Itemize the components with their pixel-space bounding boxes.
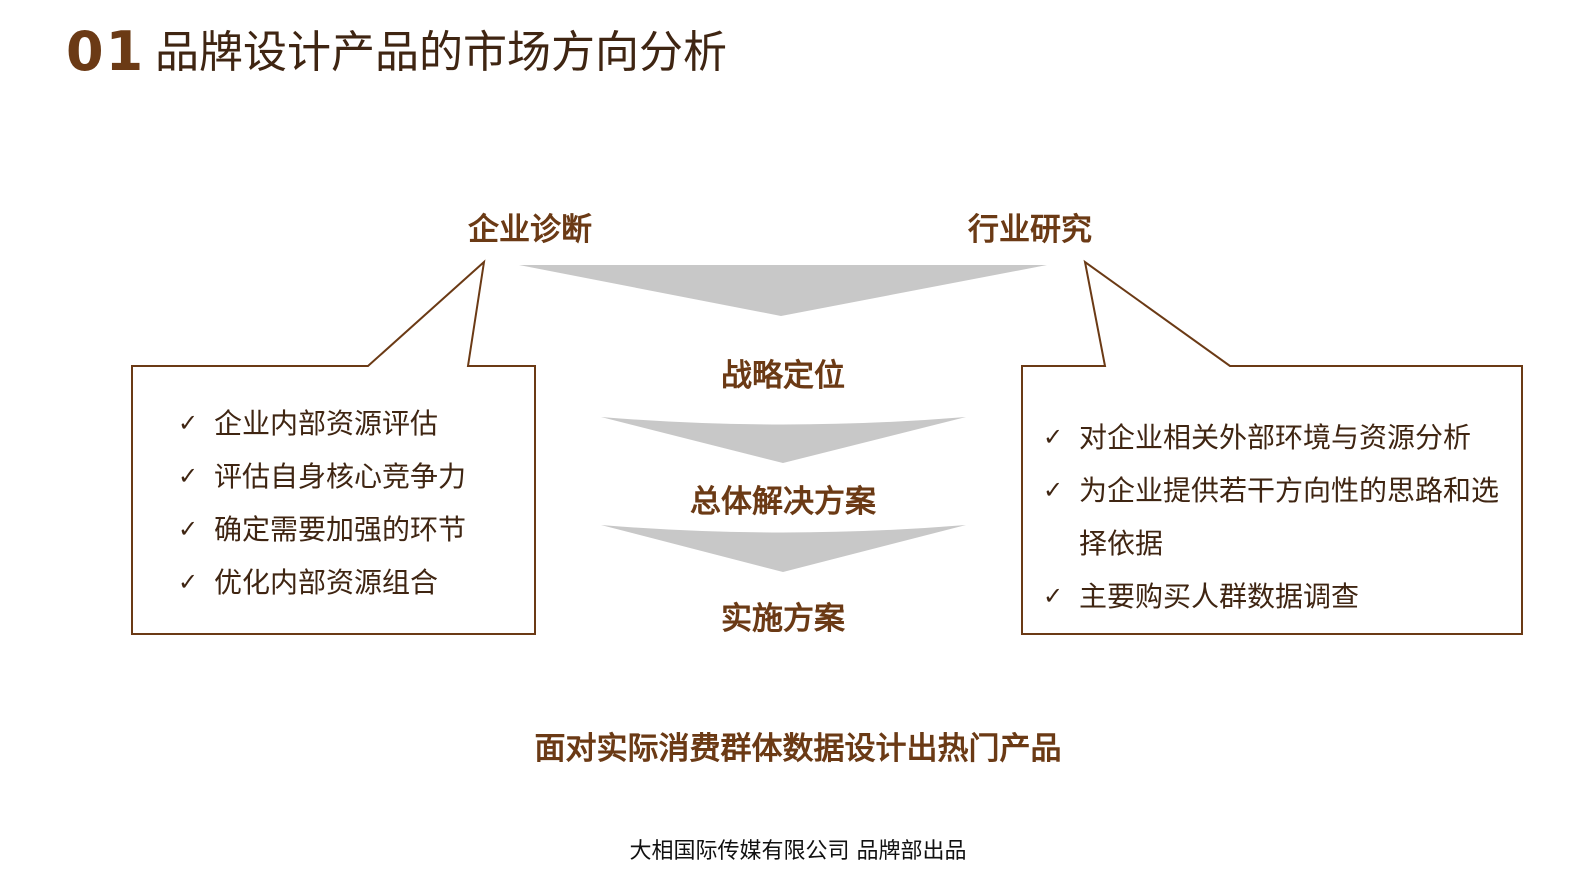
step-strategy: 战略定位	[721, 358, 845, 394]
check-icon: ✓	[1043, 582, 1064, 610]
list-item: ✓ 确定需要加强的环节	[178, 503, 466, 556]
check-icon: ✓	[178, 409, 199, 437]
left-heading: 企业诊断	[468, 212, 592, 248]
bottom-chevron	[601, 525, 966, 572]
left-callout-box	[131, 259, 536, 635]
page-title: 品牌设计产品的市场方向分析	[155, 27, 727, 78]
list-item: ✓ 企业内部资源评估	[178, 397, 466, 450]
left-checklist: ✓ 企业内部资源评估 ✓ 评估自身核心竞争力 ✓ 确定需要加强的环节 ✓ 优化内…	[178, 397, 466, 609]
list-item: ✓ 评估自身核心竞争力	[178, 450, 466, 503]
list-item: ✓ 主要购买人群数据调查	[1043, 570, 1499, 623]
step-implementation: 实施方案	[721, 601, 845, 637]
check-icon: ✓	[178, 515, 199, 543]
slide-number: 01	[66, 20, 146, 83]
top-chevron	[519, 265, 1047, 316]
list-item-text: 对企业相关外部环境与资源分析	[1079, 421, 1472, 454]
list-item-text: 优化内部资源组合	[214, 566, 439, 599]
list-item: ✓ 对企业相关外部环境与资源分析	[1043, 411, 1499, 464]
check-icon: ✓	[178, 462, 199, 490]
middle-chevron	[601, 417, 966, 463]
list-item-text: 评估自身核心竞争力	[214, 460, 467, 493]
step-overall-solution: 总体解决方案	[690, 484, 876, 520]
check-icon: ✓	[1043, 476, 1064, 504]
check-icon: ✓	[178, 568, 199, 596]
footer-credit: 大相国际传媒有限公司 品牌部出品	[629, 839, 967, 864]
list-item-text: 企业内部资源评估	[214, 407, 439, 440]
list-item: ✓ 为企业提供若干方向性的思路和选择依据	[1043, 464, 1499, 570]
check-icon: ✓	[1043, 423, 1064, 451]
list-item-text: 为企业提供若干方向性的思路和选择依据	[1079, 474, 1500, 560]
right-checklist: ✓ 对企业相关外部环境与资源分析 ✓ 为企业提供若干方向性的思路和选择依据 ✓ …	[1043, 411, 1499, 623]
conclusion-text: 面对实际消费群体数据设计出热门产品	[534, 731, 1062, 767]
list-item: ✓ 优化内部资源组合	[178, 556, 466, 609]
right-heading: 行业研究	[968, 212, 1092, 248]
right-callout-box	[1021, 259, 1523, 635]
list-item-text: 确定需要加强的环节	[214, 513, 467, 546]
list-item-text: 主要购买人群数据调查	[1079, 580, 1360, 613]
